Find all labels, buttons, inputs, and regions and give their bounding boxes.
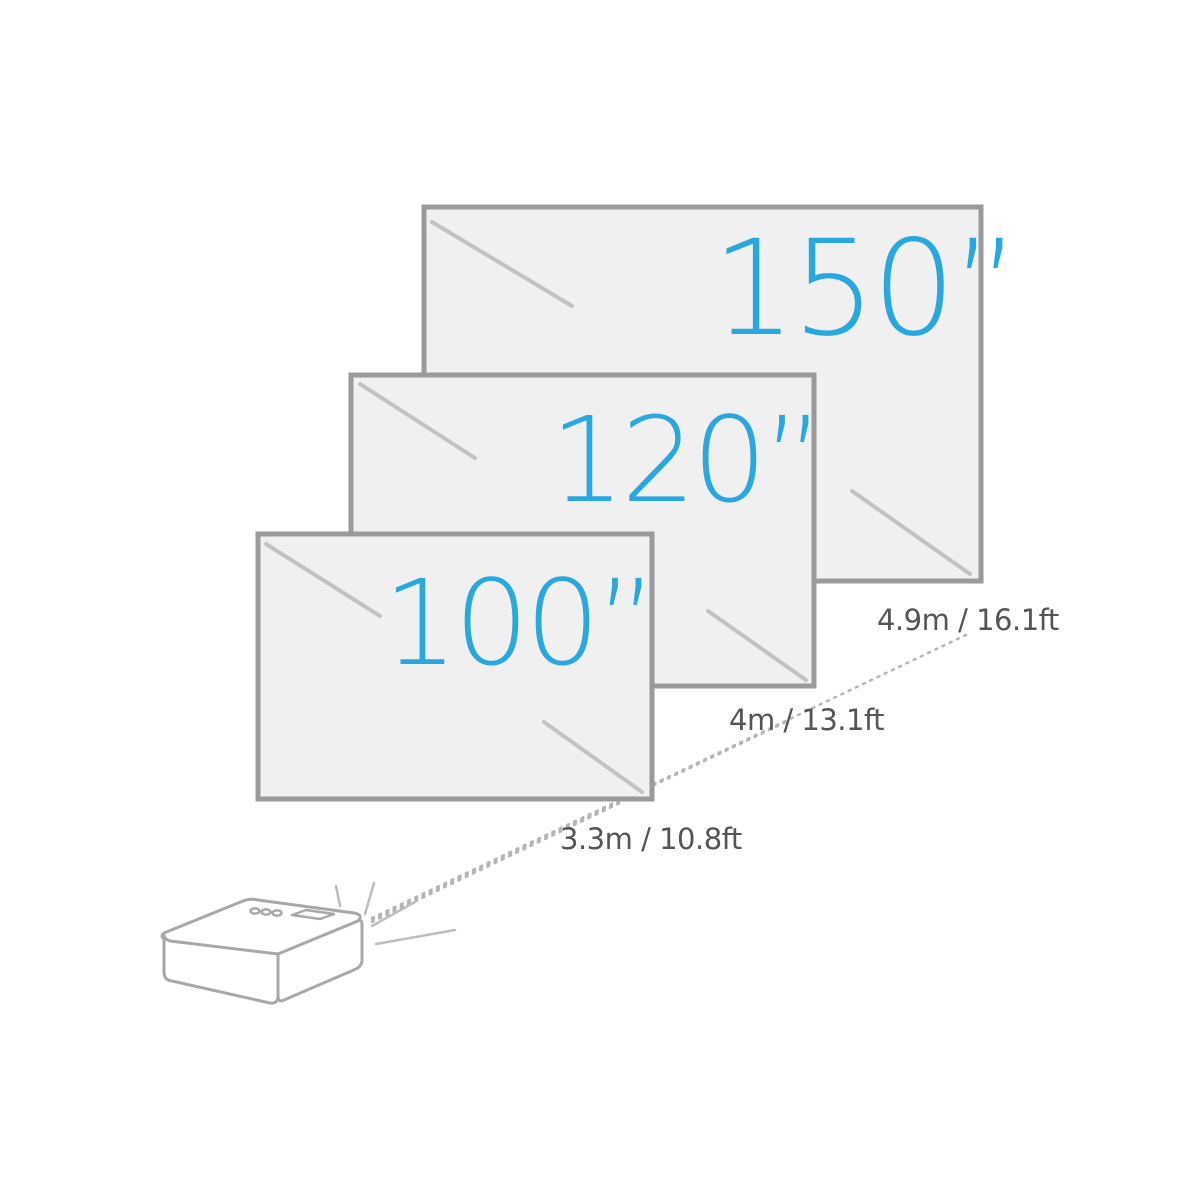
throw-line-120	[370, 719, 790, 922]
distance-label-120: 4m / 13.1ft	[729, 703, 884, 737]
projector-button-2	[260, 908, 272, 916]
screen-150-glare-top	[430, 220, 574, 308]
screen-120-size-label: 120”	[550, 391, 820, 529]
projector-display	[290, 908, 336, 921]
beam-rays	[334, 881, 457, 946]
distance-label-100: 3.3m / 10.8ft	[560, 822, 742, 856]
screen-120-glare-top	[358, 382, 477, 460]
beam-ray-3	[370, 900, 417, 928]
screen-100: 100”	[255, 531, 657, 802]
screen-100-glare-bottom	[542, 720, 644, 794]
beam-ray-4	[374, 928, 457, 946]
screen-100-glare-top	[264, 542, 382, 618]
screen-100-size-label: 100”	[383, 554, 653, 692]
projector-button-1	[249, 907, 261, 915]
projector-button-3	[271, 909, 283, 917]
throw-line-150	[370, 632, 970, 920]
screen-150-size-label: 150”	[712, 212, 1016, 366]
beam-ray-1	[334, 884, 342, 908]
beam-ray-2	[363, 881, 376, 916]
projector-front	[162, 933, 280, 1005]
projector-icon	[160, 897, 364, 1005]
throw-line-100	[370, 801, 622, 924]
throw-lines	[370, 632, 970, 924]
distance-label-150: 4.9m / 16.1ft	[877, 603, 1059, 637]
projector-side	[276, 919, 364, 1003]
screen-120-glare-bottom	[706, 609, 808, 682]
screen-150-glare-bottom	[850, 489, 972, 576]
